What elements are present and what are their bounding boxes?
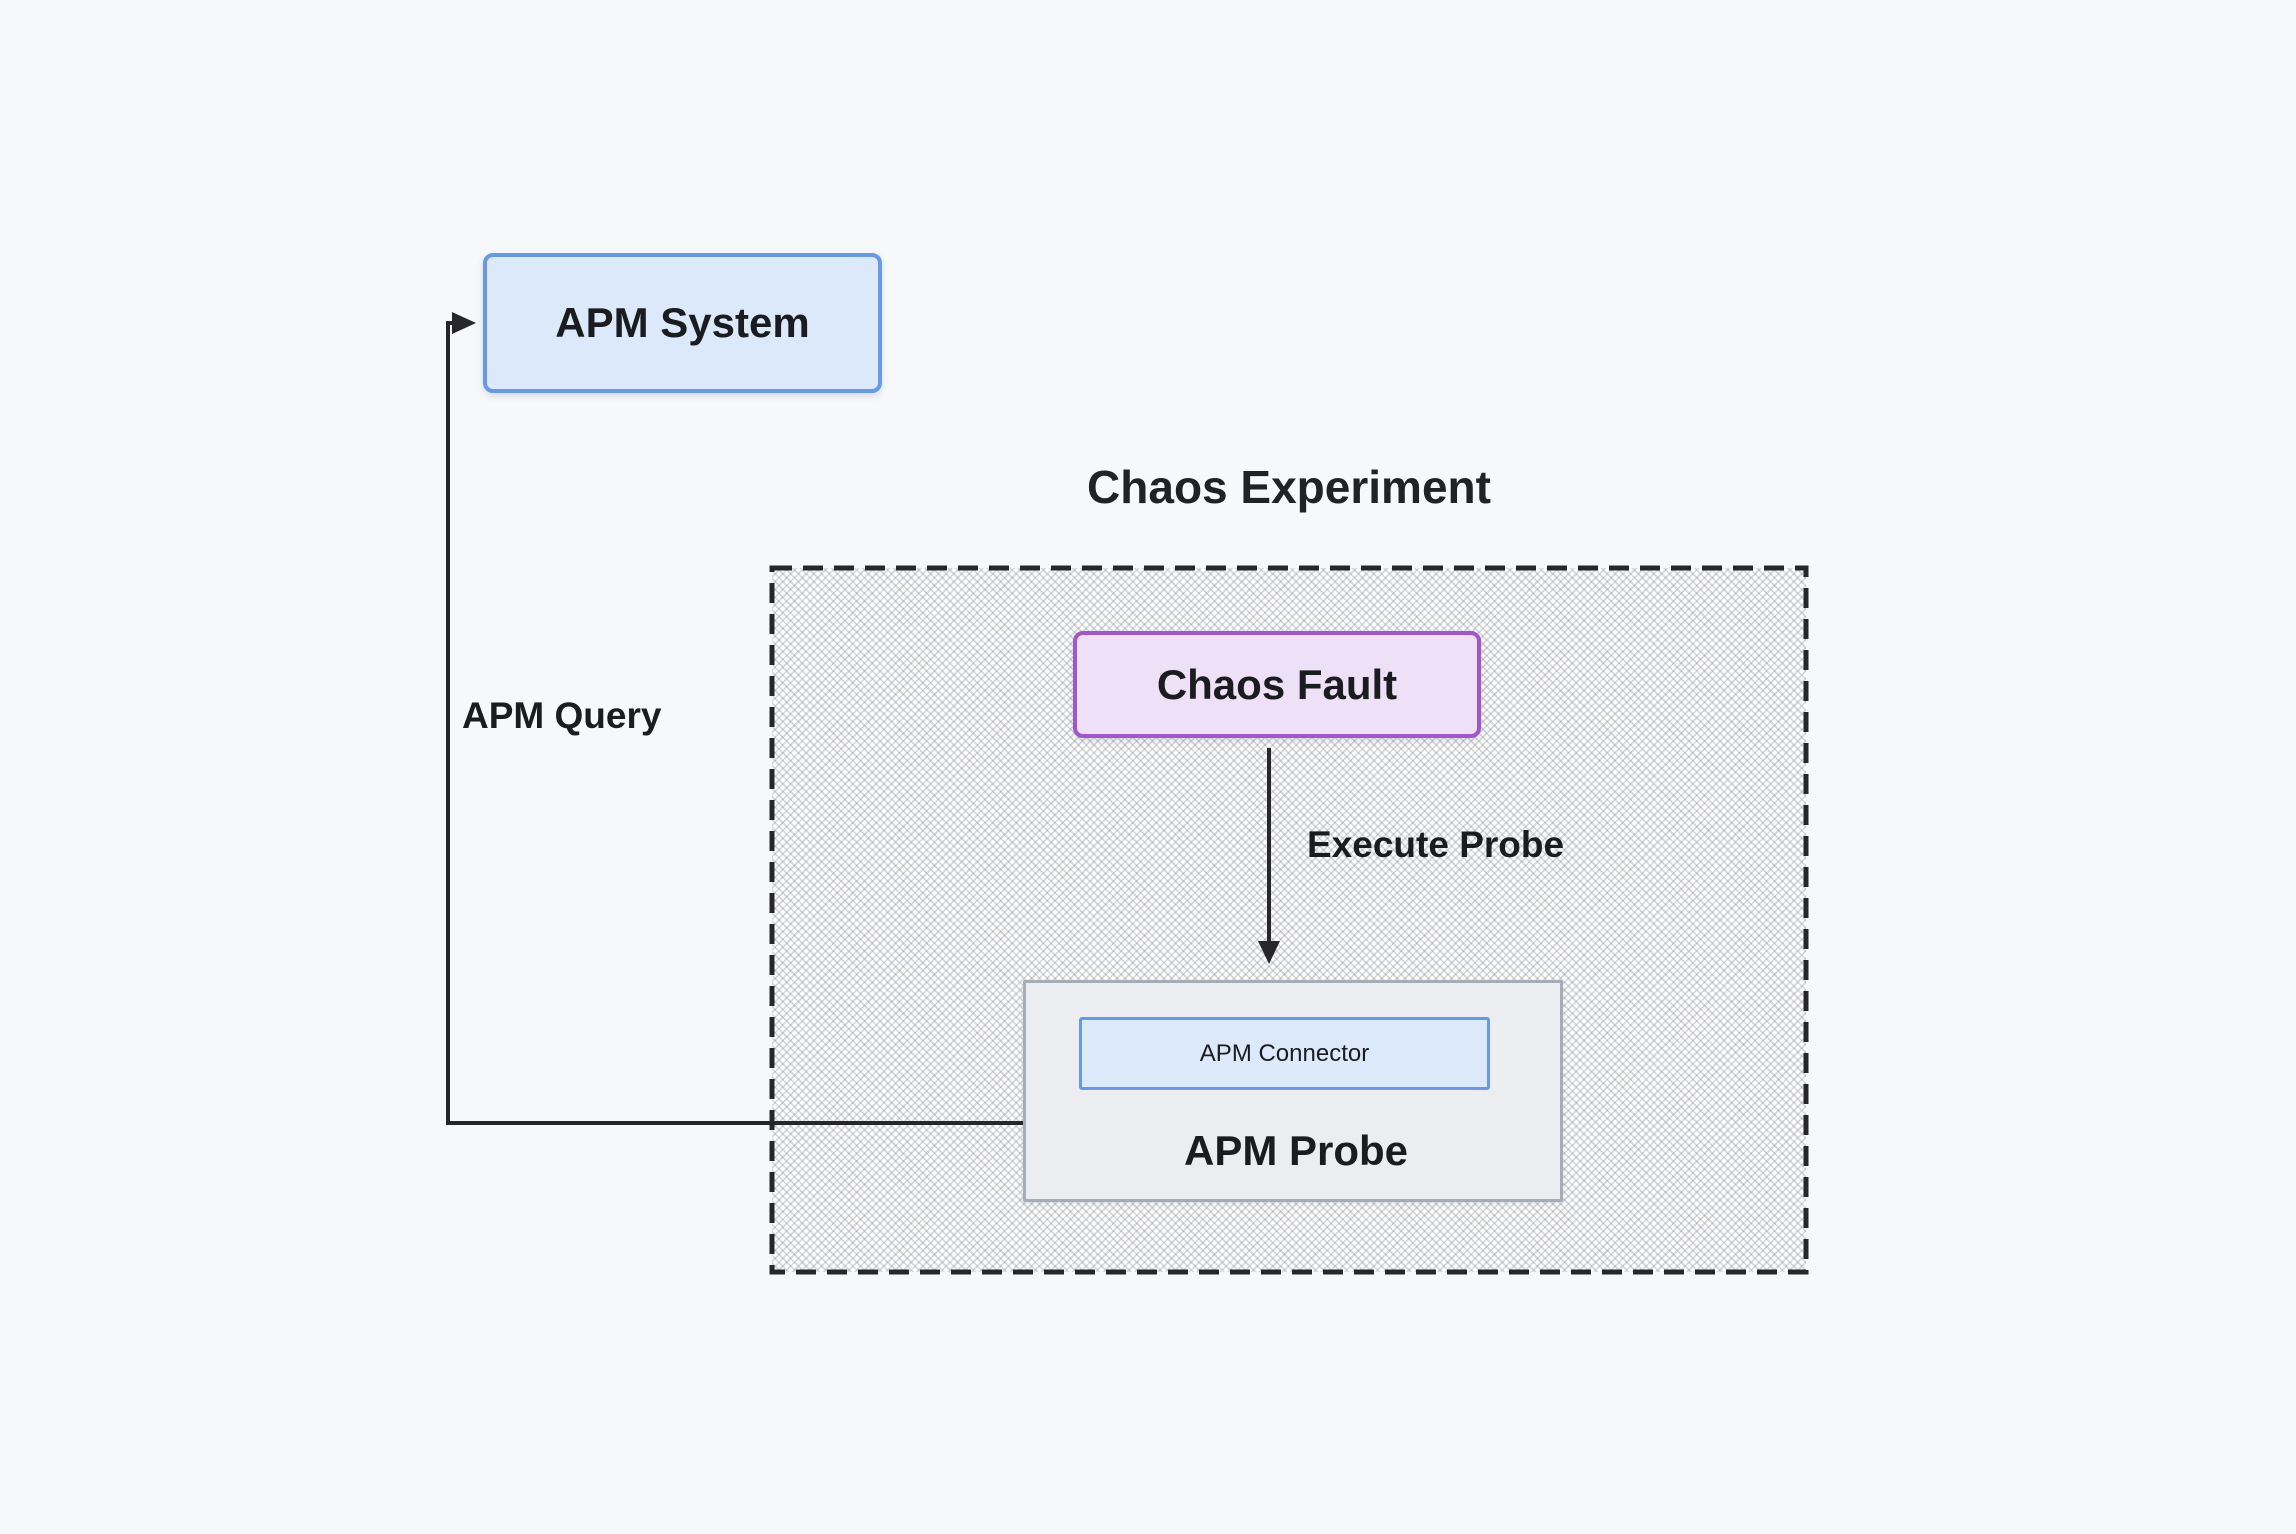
apm-system-label: APM System — [555, 299, 810, 346]
apm-query-edge-label: APM Query — [462, 695, 662, 736]
apm-connector-label: APM Connector — [1199, 1039, 1370, 1067]
apm-connector-node: APM Connector — [1079, 1017, 1490, 1090]
chaos-fault-label: Chaos Fault — [1156, 660, 1398, 708]
chaos-experiment-title: Chaos Experiment — [1087, 461, 1491, 513]
apm-query-arrowhead-icon — [452, 312, 476, 334]
execute-probe-edge-label: Execute Probe — [1307, 824, 1565, 865]
chaos-fault-node: Chaos Fault — [1073, 631, 1481, 738]
apm-probe-label: APM Probe — [1183, 1127, 1409, 1174]
apm-probe-node: APM Connector APM Probe — [1023, 980, 1563, 1202]
apm-system-node: APM System — [483, 253, 882, 393]
